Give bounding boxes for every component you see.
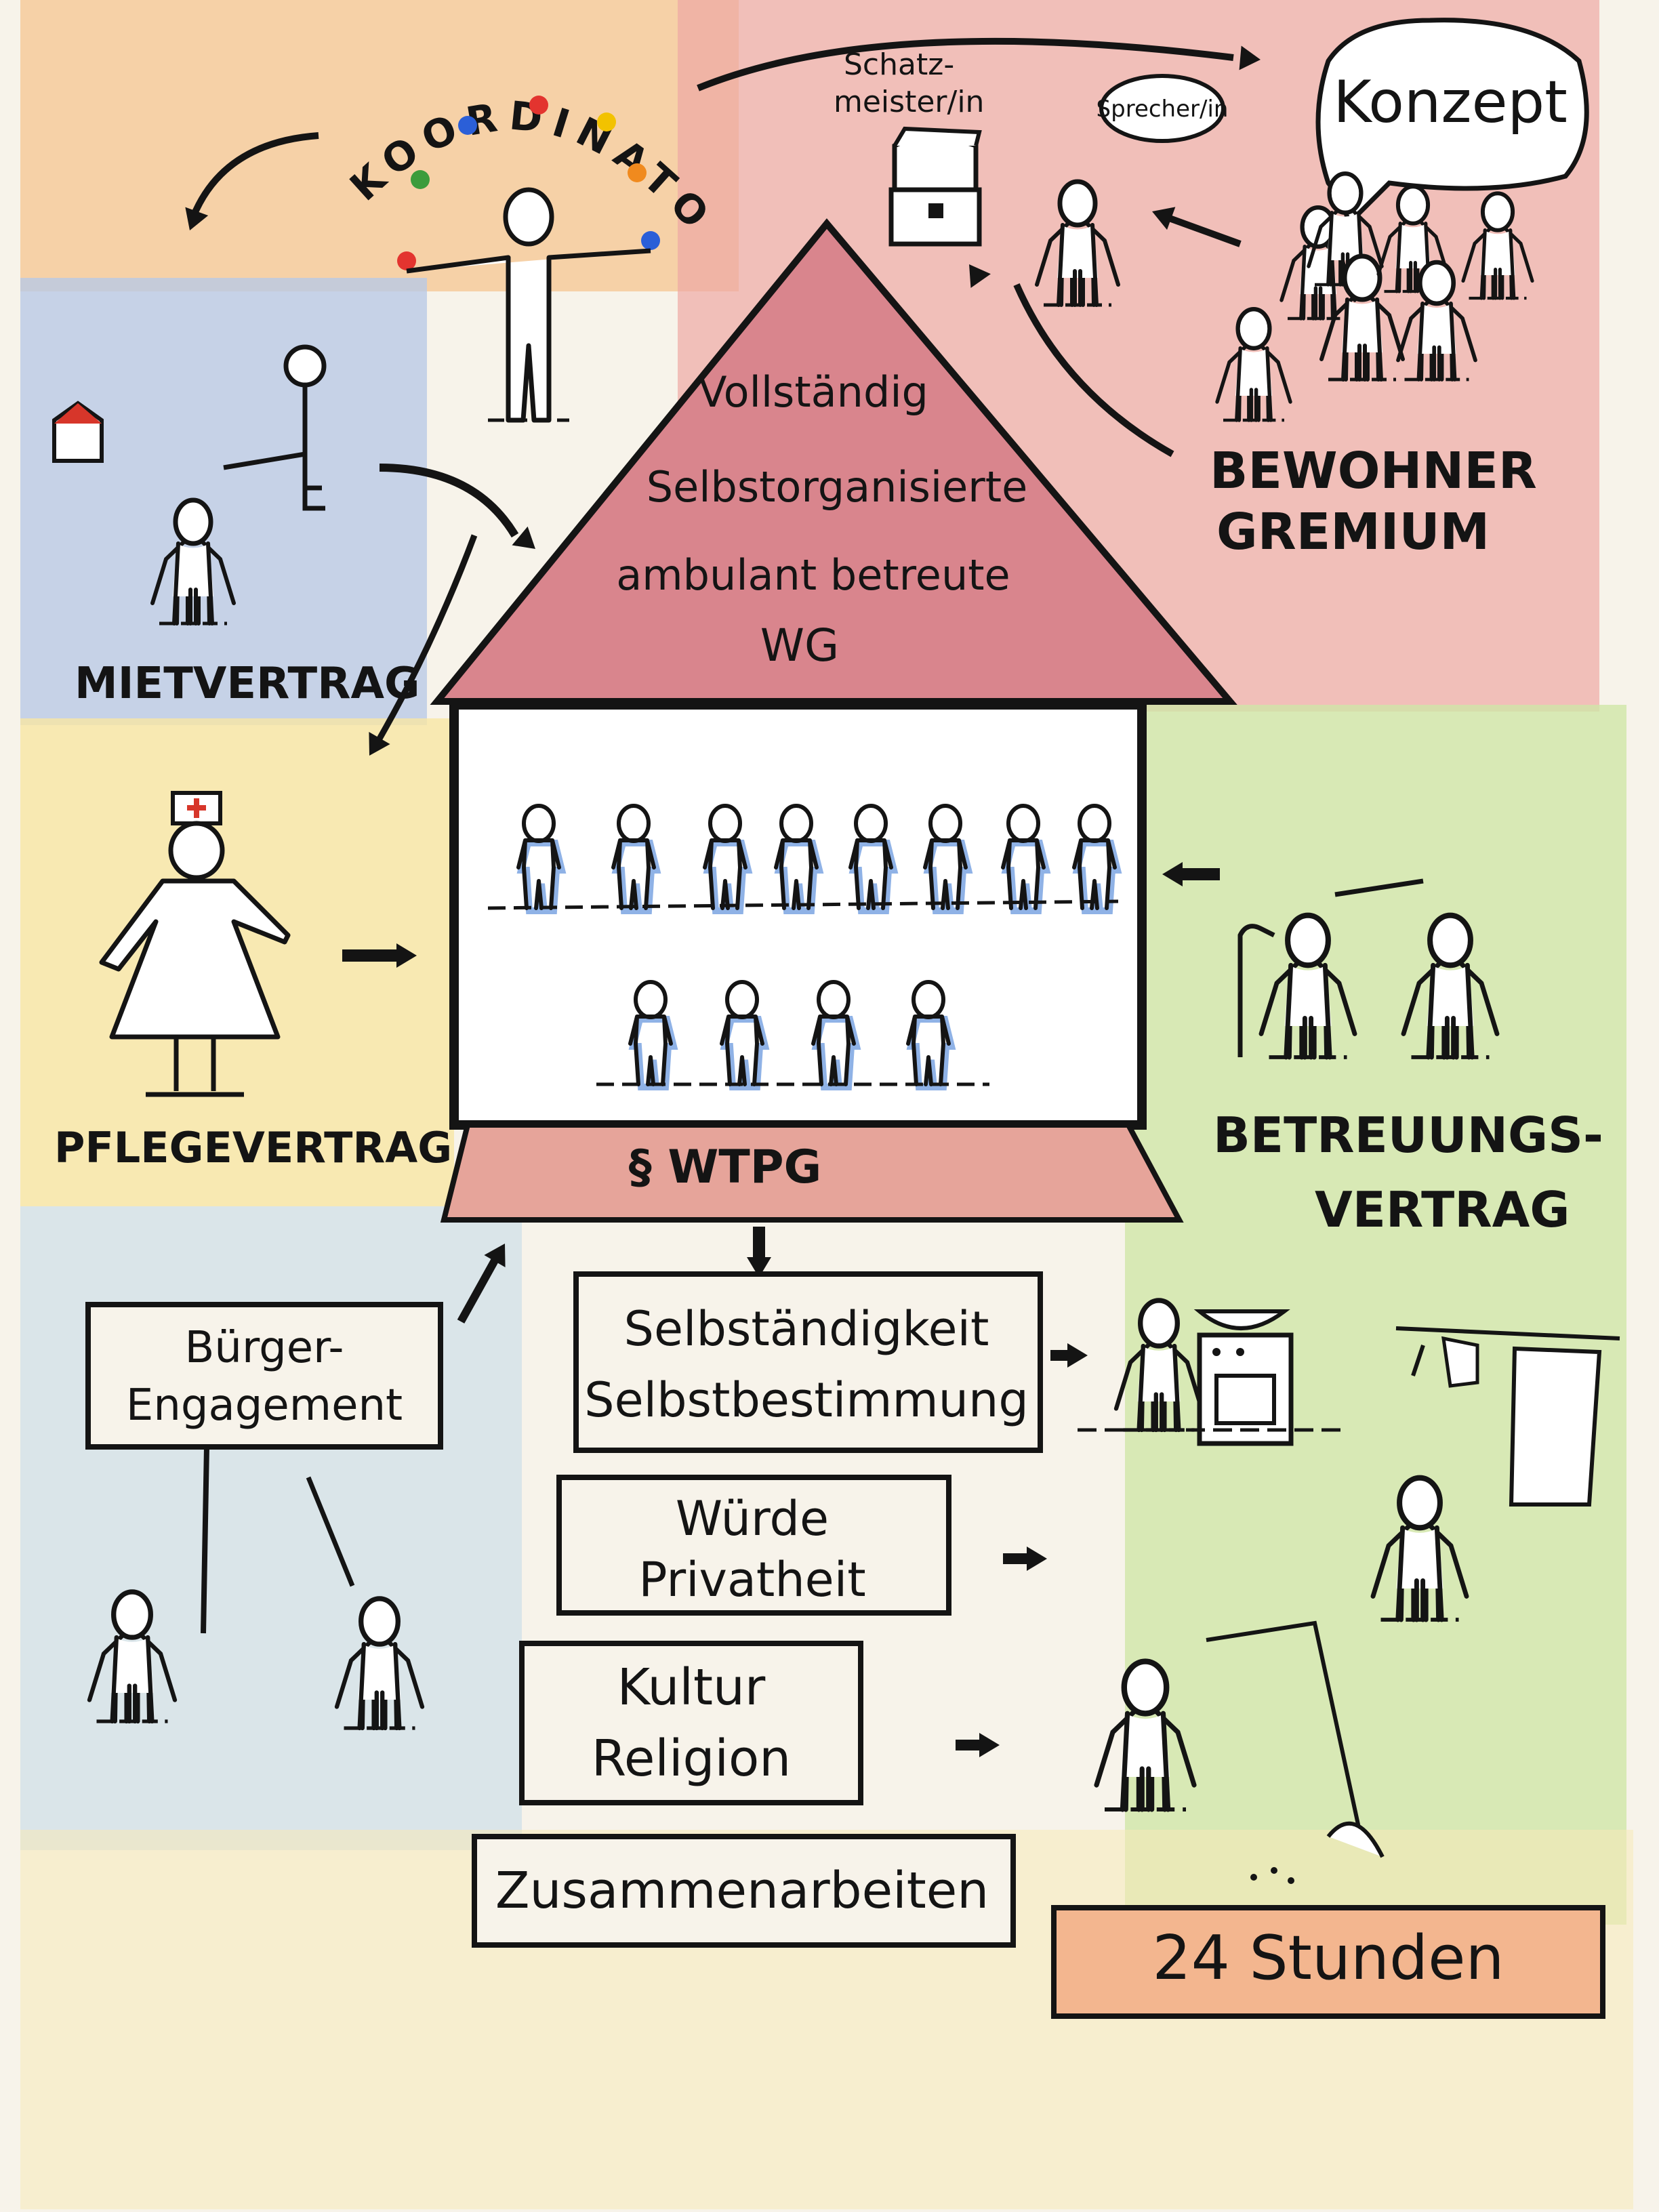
arrow-to-konzept [697, 37, 1234, 91]
residents-row-2 [596, 982, 989, 1087]
roof-line-4: WG [760, 619, 839, 672]
ball-icon [597, 112, 616, 131]
pflegevertrag-label: PFLEGEVERTRAG [54, 1123, 452, 1172]
konzept-label: Konzept [1333, 68, 1568, 136]
buerger-sign [85, 1302, 443, 1450]
blue-zone [20, 278, 427, 725]
ball-icon [641, 231, 660, 250]
mietvertrag-label: MIETVERTRAG [75, 659, 420, 709]
sprecher-bubble [1099, 74, 1225, 143]
schatzmeister-label-1: Schatz- [844, 47, 954, 82]
value-line: Zusammenarbeiten [495, 1862, 989, 1920]
arrow-miet-to-house [379, 464, 519, 538]
betreuung-figures [1237, 878, 1497, 1057]
mietvertrag-figure [52, 344, 327, 623]
roof-line-3: ambulant betreute [616, 550, 1010, 600]
buerger-label-2: Engagement [126, 1380, 403, 1431]
broom-icon [1326, 1821, 1385, 1858]
treasure-chest-icon [888, 126, 982, 247]
cane-icon [1237, 924, 1275, 1057]
stunden-box [1051, 1905, 1605, 2019]
ball-icon [397, 251, 416, 270]
arrow-to-pflege [377, 534, 478, 741]
betreuung-label-1: BETREUUNGS- [1213, 1107, 1603, 1164]
arrow-buerger-to-house [457, 1258, 499, 1324]
key-icon [283, 344, 327, 388]
koordinator-figure [406, 187, 651, 423]
ball-icon [458, 116, 477, 135]
wtpg-label: § WTPG [629, 1141, 822, 1194]
value-line: Würde [676, 1491, 829, 1547]
arrow-gremium-to-schatz [1013, 283, 1174, 457]
konzept-bubble [1315, 18, 1589, 229]
orange-zone [20, 0, 739, 291]
house-body [449, 700, 1147, 1130]
schatzmeister-label-2: meister/in [834, 85, 984, 119]
gremium-label-1: BEWOHNER [1210, 442, 1537, 500]
value-line: Kultur [617, 1658, 766, 1717]
value-box-zusammen: Zusammenarbeiten [472, 1834, 1016, 1948]
betreuung-label-2: VERTRAG [1315, 1181, 1570, 1238]
arrow-to-sprecher [1164, 213, 1242, 247]
value-box-wuerde: Würde Privatheit [556, 1475, 951, 1616]
house-foundation [440, 1122, 1184, 1223]
sweeping-scene [1097, 1620, 1385, 1884]
value-line: Selbstbestimmung [584, 1372, 1029, 1428]
laundry-scene [1373, 1326, 1620, 1620]
ball-icon [628, 163, 647, 182]
stunden-label: 24 Stunden [1152, 1923, 1504, 1994]
pot-icon [1193, 1309, 1290, 1330]
value-box-kultur: Kultur Religion [519, 1641, 863, 1805]
value-line: Privatheit [638, 1552, 865, 1607]
value-box-selbst: Selbständigkeit Selbstbestimmung [573, 1271, 1043, 1453]
house: Vollständig Selbstorganisierte ambulant … [430, 218, 1237, 1223]
residents-row-1 [487, 806, 1118, 911]
roof-line-2: Selbstorganisierte [647, 462, 1028, 512]
sign-pole [201, 1446, 209, 1634]
cooking-scene [1078, 1300, 1349, 1446]
buerger-label-1: Bürger- [185, 1323, 344, 1373]
value-line: Religion [592, 1729, 791, 1788]
gremium-label-2: GREMIUM [1216, 503, 1490, 561]
ball-icon [411, 170, 430, 189]
shirt-icon [1509, 1346, 1602, 1507]
value-line: Selbständigkeit [624, 1301, 989, 1357]
sprecher-label: Sprecher/in [1097, 96, 1229, 123]
ball-icon [529, 96, 548, 115]
arrow-to-mietvertrag [190, 132, 319, 218]
nurse-figure [99, 791, 291, 1097]
roof-line-1: Vollständig [698, 367, 928, 417]
